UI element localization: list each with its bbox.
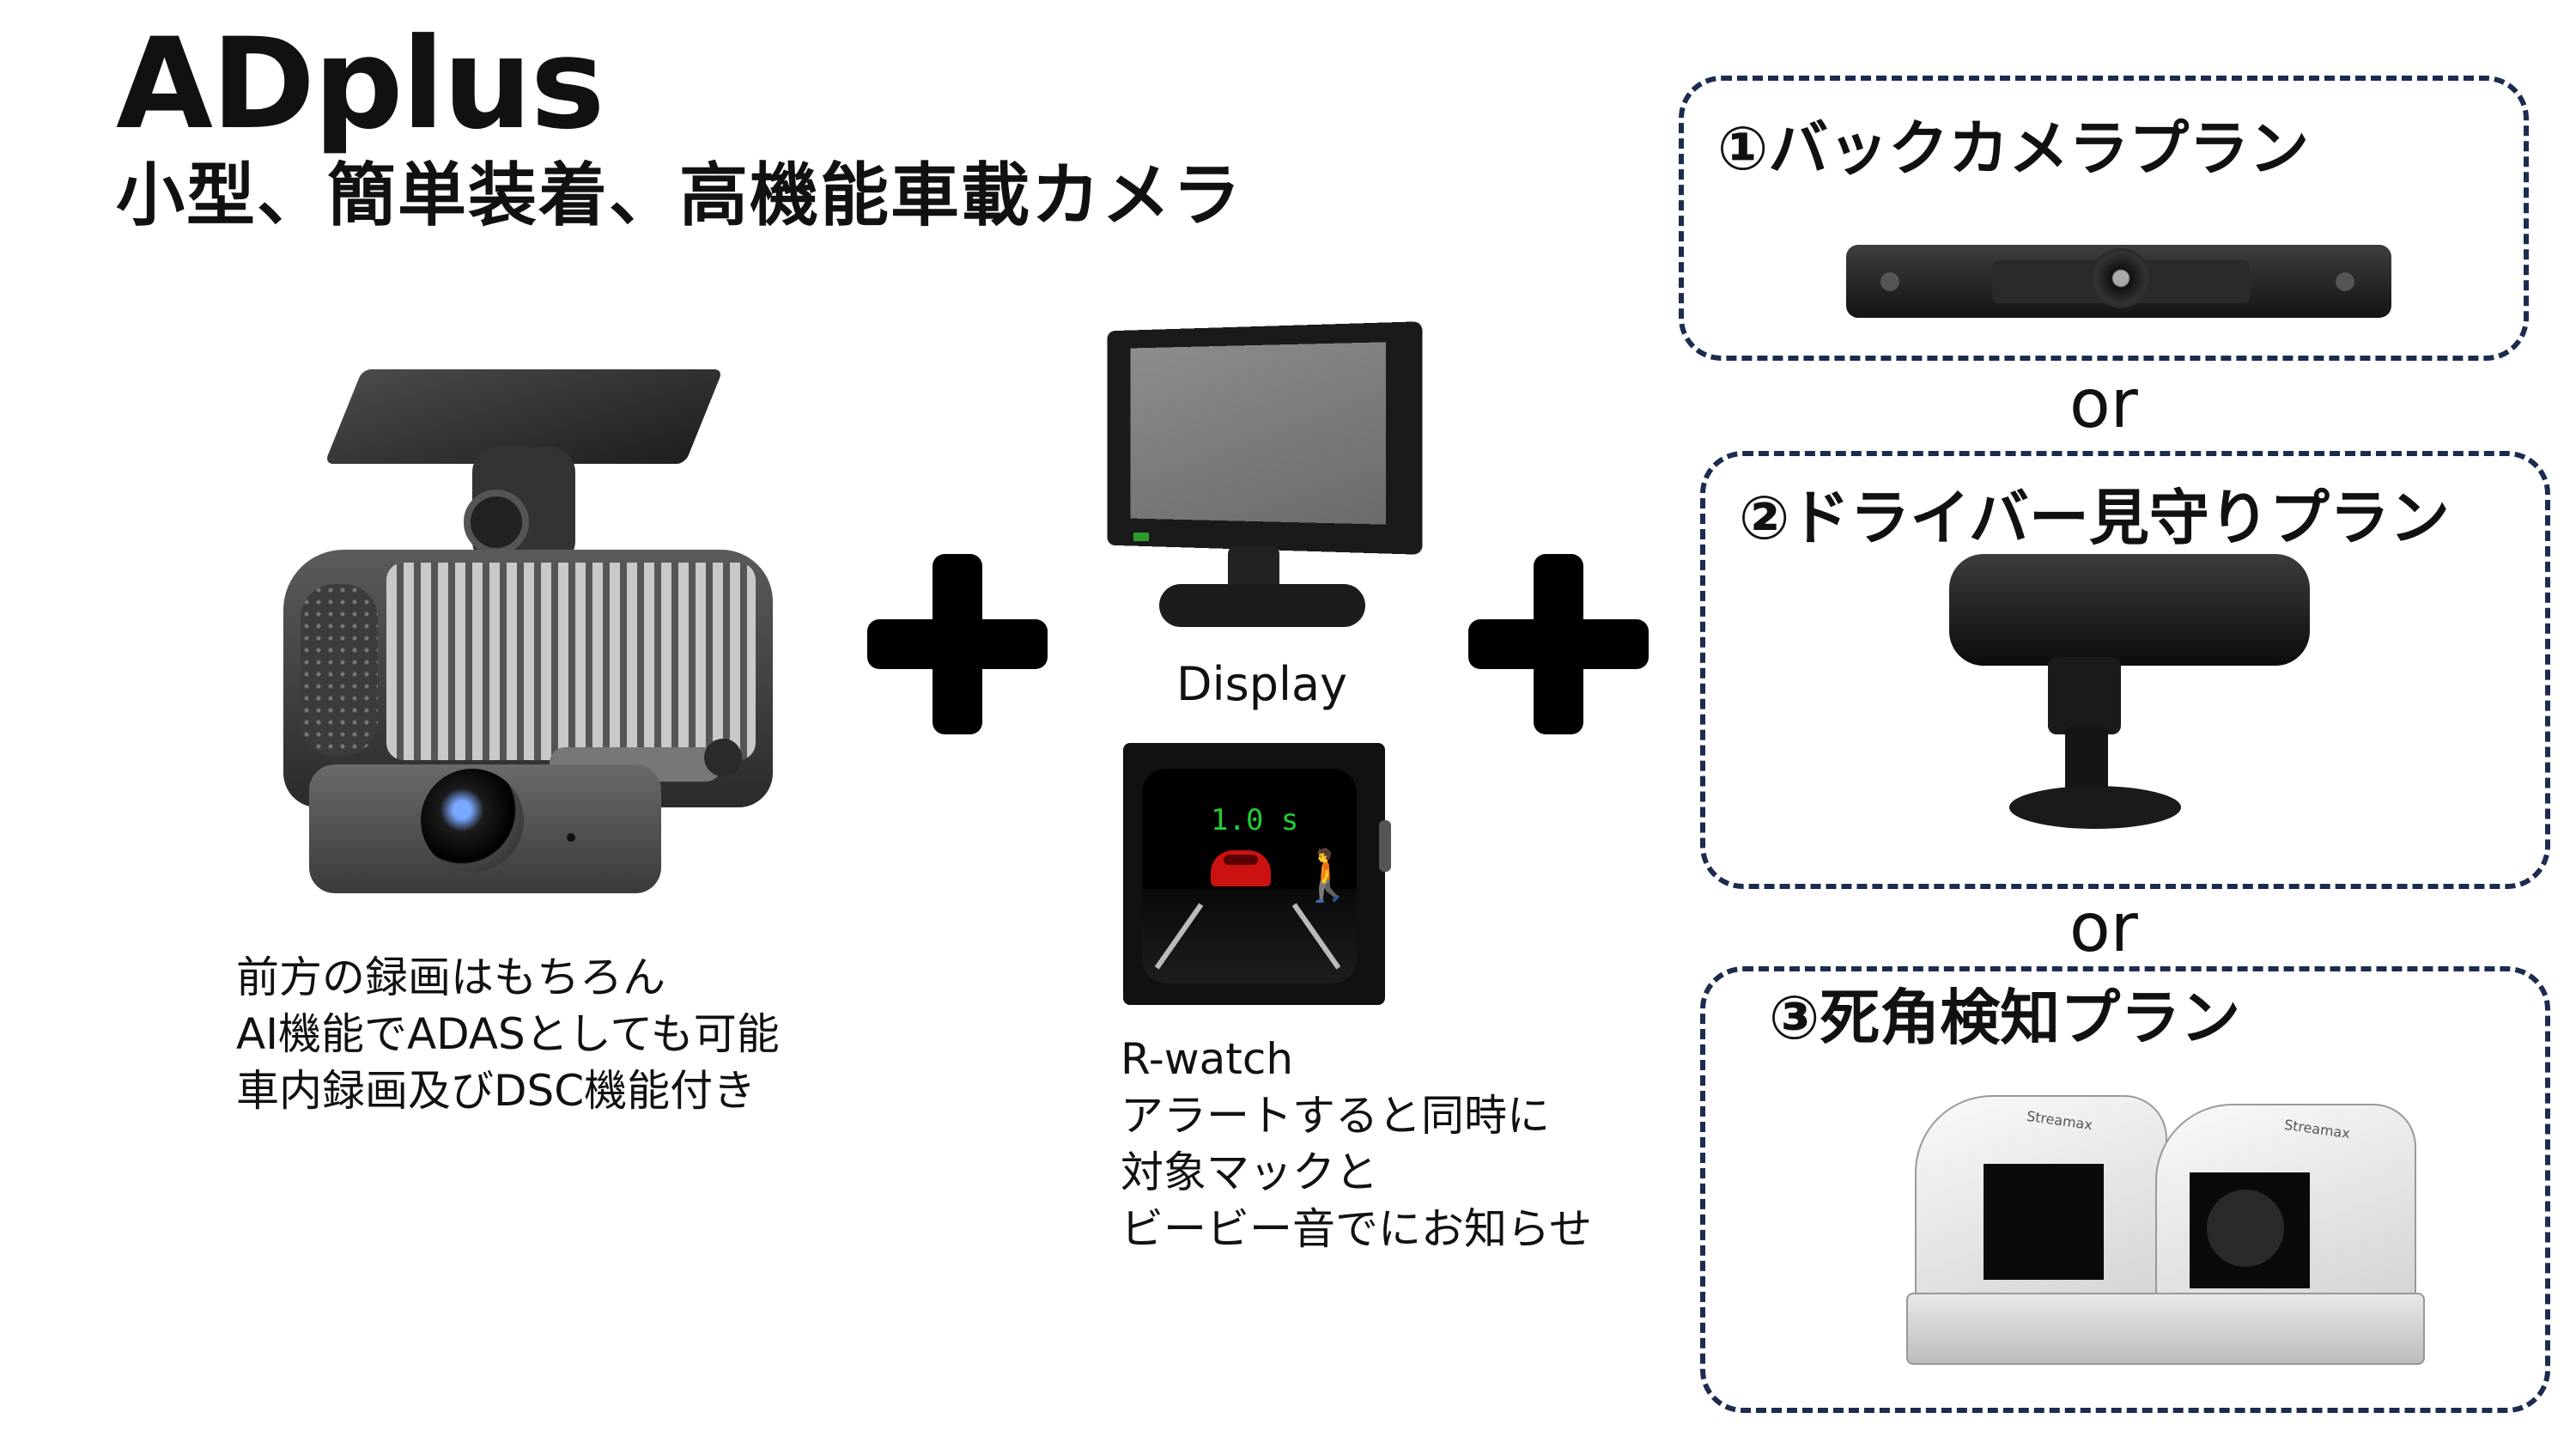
display-label: Display [1176, 657, 1347, 711]
driver-monitor-camera-image [1949, 554, 2310, 837]
back-camera-image [1846, 236, 2391, 322]
plan-title-blind-spot: ③死角検知プラン [1769, 988, 2240, 1048]
rwatch-caption: R-watch アラートすると同時に 対象マックと ビービー音でにお知らせ [1121, 1031, 1592, 1257]
plus-icon [1468, 554, 1649, 734]
adplus-camera-caption: 前方の録画はもちろん AI機能でADASとしても可能 車内録画及びDSC機能付き [236, 949, 780, 1119]
adplus-camera-image [283, 352, 781, 902]
display-monitor-image [1099, 326, 1417, 636]
blind-spot-camera-image: Streamax Streamax [1915, 1095, 2430, 1379]
page-title: ADplus [116, 21, 604, 147]
plan-title-back-camera: ①バックカメラプラン [1717, 119, 2309, 179]
page-subtitle: 小型、簡単装着、高機能車載カメラ [116, 161, 1242, 230]
rwatch-image: 1.0 s 🚶 [1123, 743, 1385, 1005]
or-separator: or [2069, 895, 2138, 962]
rwatch-timer-text: 1.0 s [1211, 803, 1298, 837]
plus-icon [867, 554, 1048, 734]
plan-title-driver-monitoring: ②ドライバー見守りプラン [1739, 488, 2450, 548]
or-separator: or [2069, 371, 2138, 438]
